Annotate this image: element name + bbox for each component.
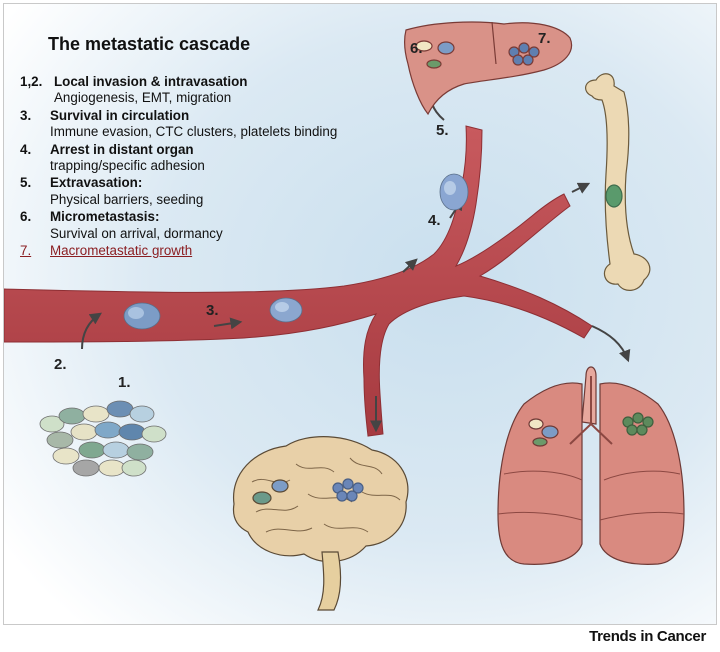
step-number: 7. xyxy=(20,243,32,259)
step-heading: Arrest in distant organ xyxy=(50,141,194,157)
journal-footer: Trends in Cancer xyxy=(589,628,706,645)
diagram-svg xyxy=(4,4,716,624)
bone xyxy=(585,73,651,291)
bone-micrometastasis xyxy=(605,184,623,208)
circulating-tumor-cells xyxy=(123,173,469,330)
step-heading: Micrometastasis: xyxy=(50,209,160,225)
liver xyxy=(404,21,573,116)
blood-vessel xyxy=(4,125,593,437)
step-heading: Macrometastatic growth xyxy=(50,243,193,259)
label-step-2: 2. xyxy=(54,356,67,373)
liver-macrometastasis xyxy=(508,42,540,66)
step-number: 3. xyxy=(20,107,32,123)
step-description: Survival on arrival, dormancy xyxy=(50,225,223,241)
step-description: trapping/specific adhesion xyxy=(50,158,205,174)
step-item-3: 3. Survival in circulation Immune evasio… xyxy=(20,108,337,141)
label-step-4: 4. xyxy=(428,212,441,229)
step-number: 1,2. xyxy=(20,74,43,89)
step-heading: Extravasation: xyxy=(50,175,143,191)
label-step-6: 6. xyxy=(410,40,423,57)
primary-tumor xyxy=(39,400,167,477)
step-number: 5. xyxy=(20,175,32,191)
step-item-7: 7. Macrometastatic growth xyxy=(20,243,337,259)
diagram-title: The metastatic cascade xyxy=(48,34,251,54)
step-item-4: 4. Arrest in distant organ trapping/spec… xyxy=(20,142,337,175)
brain xyxy=(232,436,409,611)
label-step-3: 3. xyxy=(206,302,219,319)
step-number: 4. xyxy=(20,141,32,157)
step-number: 6. xyxy=(20,209,32,225)
step-description: Physical barriers, seeding xyxy=(50,191,204,207)
step-item-1-2: 1,2. Local invasion & intravasation Angi… xyxy=(20,74,337,107)
step-item-5: 5. Extravasation: Physical barriers, see… xyxy=(20,175,337,208)
brain-macrometastasis xyxy=(332,478,364,502)
step-heading: Local invasion & intravasation xyxy=(54,74,248,89)
label-step-1: 1. xyxy=(118,374,131,391)
label-step-7: 7. xyxy=(538,30,551,47)
step-item-6: 6. Micrometastasis: Survival on arrival,… xyxy=(20,209,337,242)
lung-macrometastasis xyxy=(622,412,654,436)
lungs xyxy=(497,366,685,565)
diagram-panel: The metastatic cascade 1,2. Local invasi… xyxy=(3,3,717,625)
step-description: Immune evasion, CTC clusters, platelets … xyxy=(50,124,338,140)
label-step-5: 5. xyxy=(436,122,449,139)
step-heading: Survival in circulation xyxy=(50,107,190,123)
step-description: Angiogenesis, EMT, migration xyxy=(54,90,232,106)
step-list: 1,2. Local invasion & intravasation Angi… xyxy=(20,74,337,260)
